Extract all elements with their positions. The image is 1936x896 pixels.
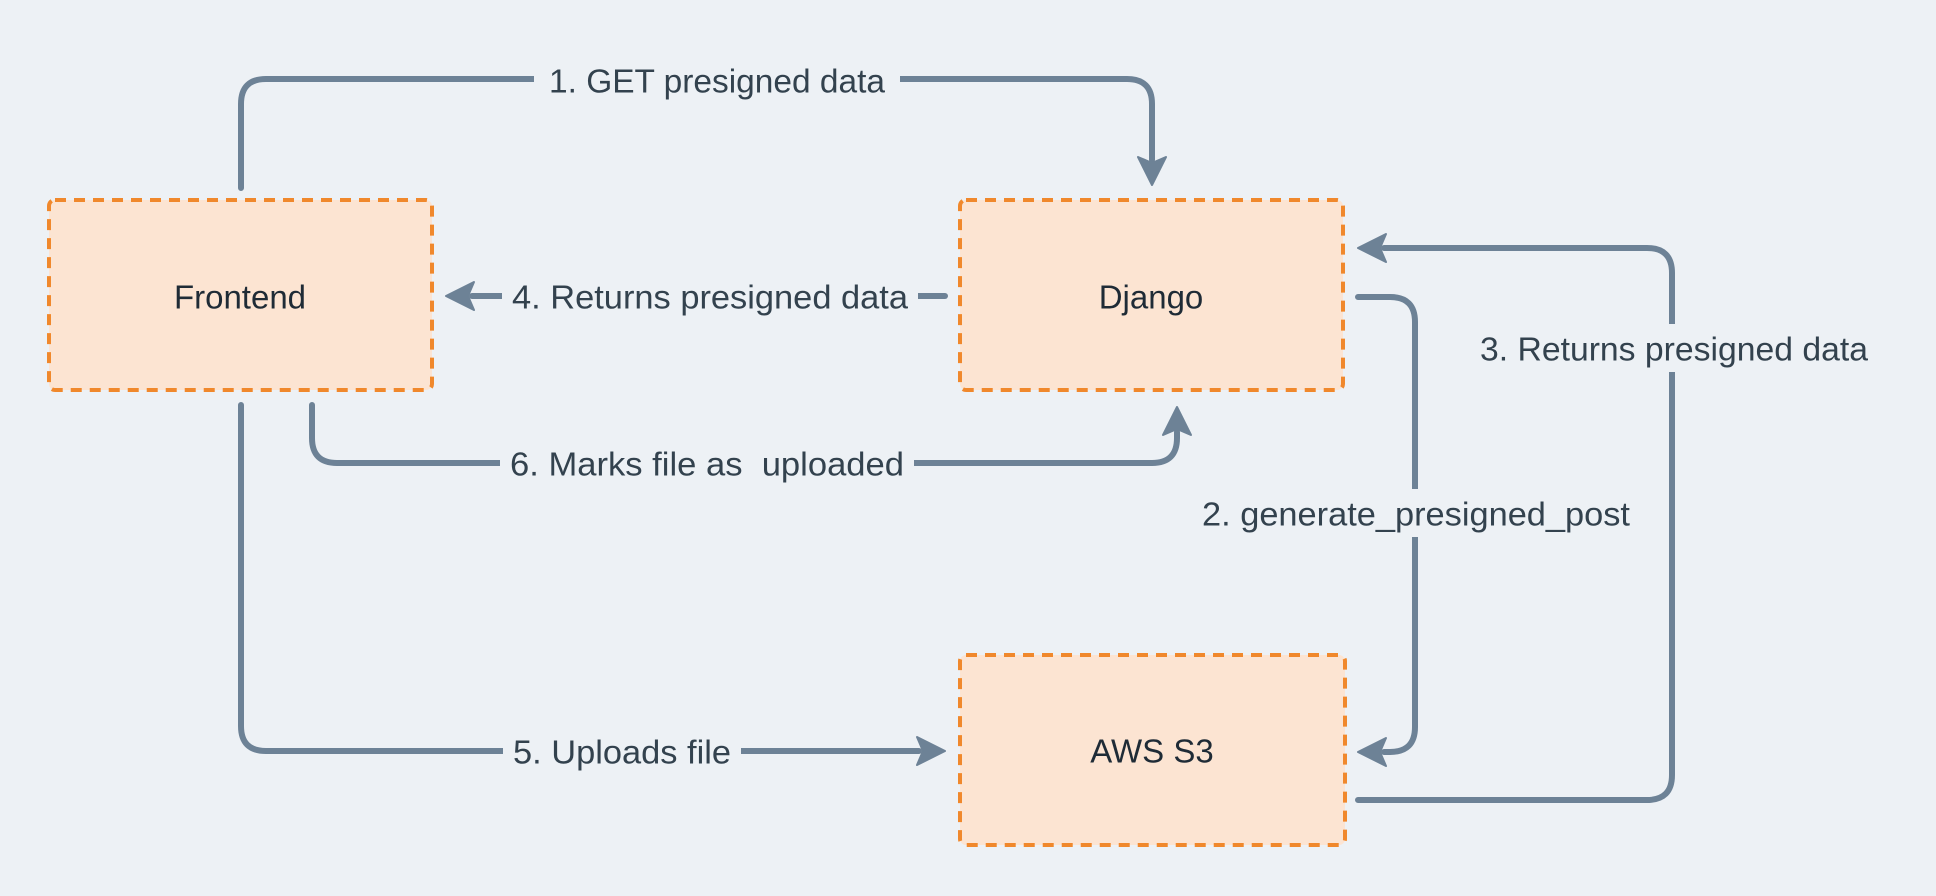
edge-label-4: 4. Returns presigned data <box>512 279 909 316</box>
edge-layer <box>238 76 1675 803</box>
node-frontend-label: Frontend <box>174 279 306 316</box>
node-aws-s3-label: AWS S3 <box>1090 733 1213 770</box>
arrowhead-up-icon <box>1162 406 1192 436</box>
node-aws-s3-box <box>958 653 1347 847</box>
node-frontend-box <box>47 198 434 392</box>
edge-label-5-bg <box>503 727 741 775</box>
arrowhead-left-icon <box>1357 737 1387 767</box>
edge-label-3: 3. Returns presigned data <box>1480 331 1869 368</box>
node-django-box <box>958 198 1345 392</box>
edge-label-5: 5. Uploads file <box>513 734 731 771</box>
arrowhead-down-icon <box>1137 156 1167 186</box>
node-django: Django <box>958 198 1345 392</box>
edge-label-2-bg <box>1192 489 1640 537</box>
edge-label-1-bg <box>534 56 900 104</box>
edge-label-1: 1. GET presigned data <box>549 63 886 100</box>
node-aws-s3: AWS S3 <box>958 653 1347 847</box>
edge-5-path <box>238 402 922 754</box>
edge-label-4-bg <box>502 272 918 320</box>
node-layer: Frontend Django AWS S3 <box>47 198 1347 847</box>
arrowhead-right-icon <box>916 736 946 766</box>
edge-label-6: 6. Marks file as uploaded <box>510 446 904 483</box>
edge-label-6-bg <box>500 439 914 487</box>
node-django-label: Django <box>1099 279 1204 316</box>
node-frontend: Frontend <box>47 198 434 392</box>
edge-label-3-bg <box>1470 324 1878 372</box>
arrowhead-left-icon <box>1357 233 1387 263</box>
edge-label-layer: 1. GET presigned data 4. Returns presign… <box>500 56 1878 775</box>
arrowhead-left-icon <box>445 281 475 311</box>
edge-label-2: 2. generate_presigned_post <box>1202 496 1630 533</box>
edge-3-path <box>1355 245 1675 803</box>
